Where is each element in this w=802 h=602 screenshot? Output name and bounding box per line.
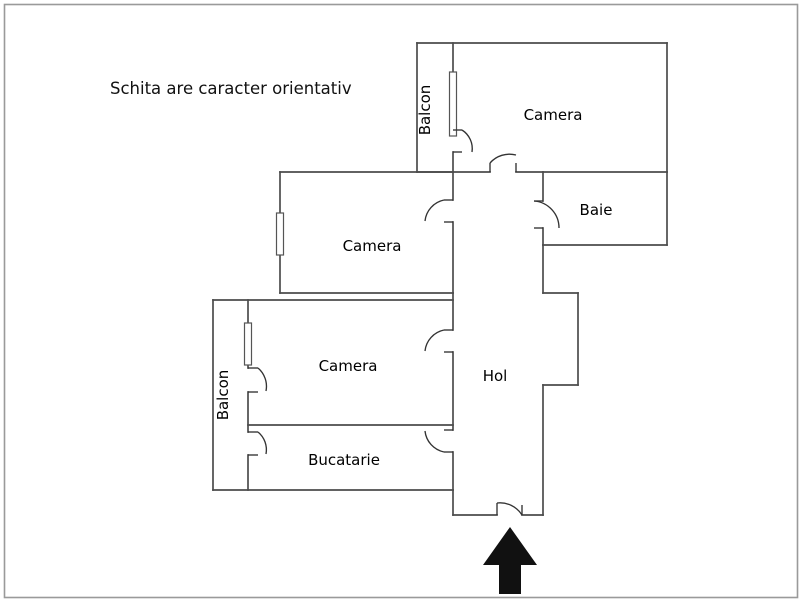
door-arc-baie (533, 200, 560, 229)
door-arc-balcon-left-lower (257, 431, 268, 455)
door-arc-bucatarie (424, 430, 445, 453)
room-label-balcon-top: Balcon (416, 85, 434, 136)
entrance-arrow (483, 527, 537, 594)
door-arc-camera-mid (424, 199, 445, 222)
door-arc-camera-lower (424, 329, 445, 352)
room-label-camera-lower: Camera (319, 357, 378, 375)
door-arc-entrance (496, 502, 523, 516)
door-arc-balcon-top (461, 129, 473, 153)
room-label-baie: Baie (580, 201, 613, 219)
door-arc-camera-top (489, 153, 517, 164)
room-label-hol: Hol (483, 367, 508, 385)
window-camera-middle (275, 212, 285, 256)
window-balcon-left (243, 322, 253, 366)
room-label-camera-middle: Camera (343, 237, 402, 255)
room-label-bucatarie: Bucatarie (308, 451, 380, 469)
windows-group (243, 71, 458, 366)
room-label-camera-top: Camera (524, 106, 583, 124)
window-balcon-top (448, 71, 458, 137)
walls-group (212, 42, 668, 516)
page-title: Schita are caracter orientativ (110, 79, 352, 98)
room-label-balcon-left: Balcon (214, 370, 232, 421)
doors-group (248, 129, 560, 516)
door-arc-balcon-left-upper (257, 367, 268, 392)
page-border (3, 3, 799, 599)
